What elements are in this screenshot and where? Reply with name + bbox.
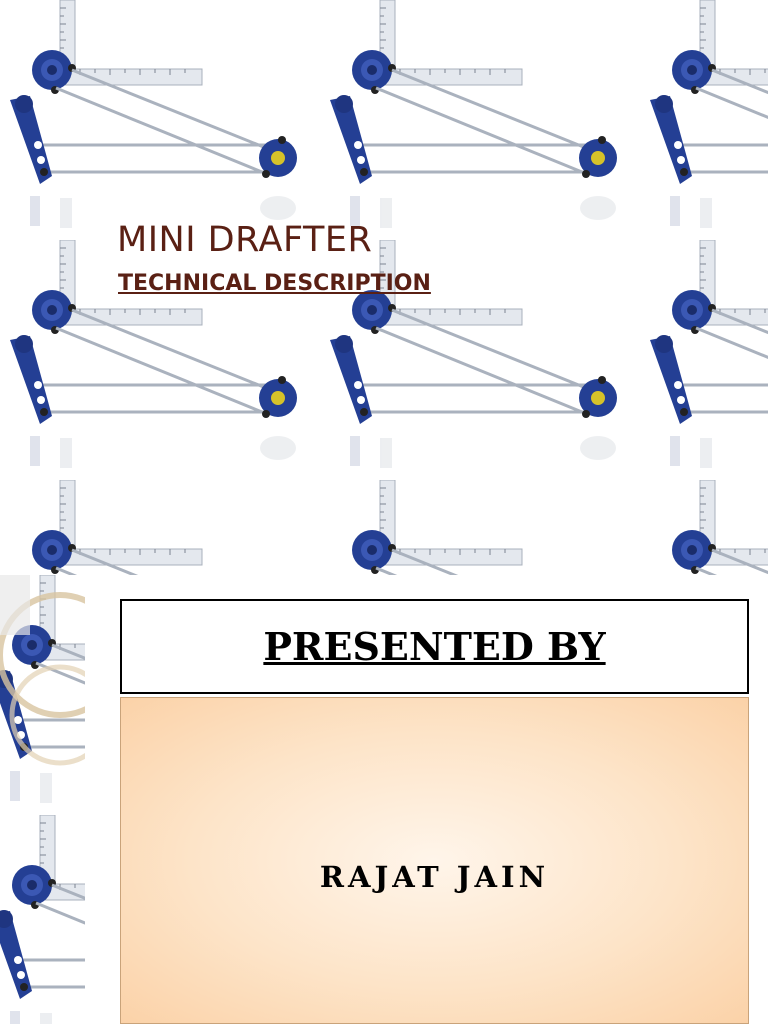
mini-drafter-icon [650, 240, 768, 468]
slide-title: MINI DRAFTER [117, 220, 373, 260]
left-decoration-strip [0, 575, 85, 1024]
presented-by-box: PRESENTED BY [120, 599, 749, 694]
pattern-tile [320, 0, 620, 240]
pattern-tile [640, 0, 768, 240]
mini-drafter-icon [650, 0, 768, 228]
presenter-panel: RAJAT JAIN [120, 697, 749, 1024]
pattern-tile [0, 240, 300, 480]
presented-by-label: PRESENTED BY [263, 624, 606, 669]
mini-drafter-icon [330, 240, 617, 468]
mini-drafter-icon [10, 240, 297, 468]
slide-subtitle: TECHNICAL DESCRIPTION [118, 271, 431, 296]
pattern-tile [0, 0, 300, 240]
presenter-name: RAJAT JAIN [319, 860, 550, 894]
mini-drafter-icon [330, 0, 617, 228]
mini-drafter-icon [10, 0, 297, 228]
pattern-tile [0, 815, 85, 1024]
pattern-tile [640, 240, 768, 480]
decorative-rings [0, 575, 85, 766]
pattern-tile [320, 240, 620, 480]
mini-drafter-icon [0, 815, 85, 1024]
